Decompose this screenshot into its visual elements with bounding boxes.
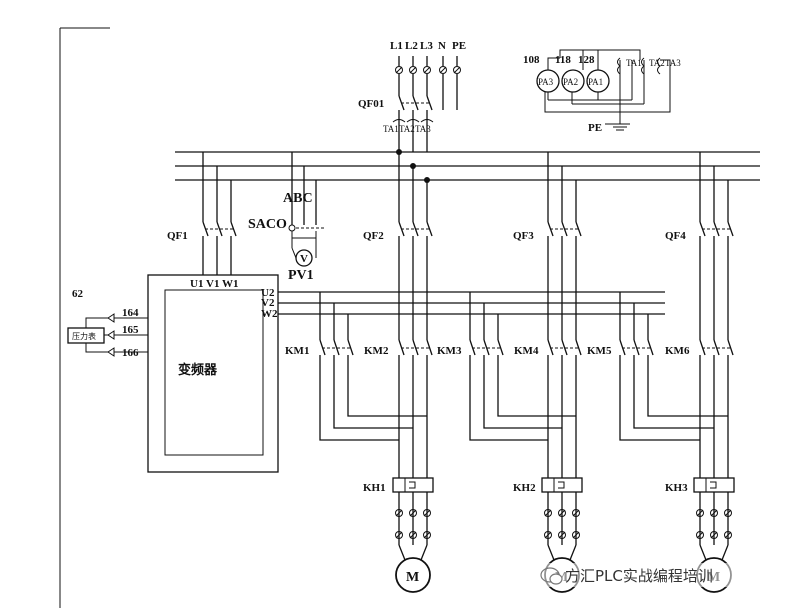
ammeter-wire-108: 108 <box>523 54 540 66</box>
branch-1-terminals <box>395 509 431 539</box>
breaker-qf4-label: QF4 <box>665 230 686 242</box>
overload-kh2 <box>541 477 583 493</box>
contactor-km4-label: KM4 <box>514 345 539 357</box>
vfd-out-v2: V2 <box>261 297 275 309</box>
ct-label-3: TA3 <box>415 124 431 134</box>
ct-label-2: TA2 <box>399 124 415 134</box>
main-breaker <box>398 95 433 152</box>
voltmeter-switch-label: SACO <box>248 217 287 232</box>
voltmeter-symbol: V <box>300 253 308 265</box>
ammeter-pa3-label: PA3 <box>538 77 554 87</box>
meter-coils: TA1 TA2 TA3 <box>617 57 681 75</box>
contactor-km3-label: KM3 <box>437 345 462 357</box>
meter-coil-1: TA1 <box>626 58 642 68</box>
ammeter-wire-118: 118 <box>555 54 571 66</box>
vfd-out-w2: W2 <box>261 308 278 320</box>
supply-label-l1: L1 <box>390 40 403 52</box>
overload-kh1-label: KH1 <box>363 482 386 494</box>
voltmeter-label: PV1 <box>288 268 314 283</box>
main-breaker-label: QF01 <box>358 98 384 110</box>
contactor-km6-label: KM6 <box>665 345 690 357</box>
motor-1 <box>395 557 431 593</box>
contactor-km2-label: KM2 <box>364 345 389 357</box>
pressure-sensor-circuit: 62 压力表 164 165 166 <box>67 288 148 359</box>
voltmeter-branch: ABC SACO V PV1 <box>248 152 325 283</box>
vfd-output-bus <box>278 291 665 315</box>
meter-coil-3: TA3 <box>665 58 681 68</box>
supply-label-l3: L3 <box>420 40 433 52</box>
control-ref-label: 62 <box>72 288 84 300</box>
supply-label-n: N <box>438 40 446 52</box>
branch-2-terminals <box>544 509 580 539</box>
ammeter-pa3 <box>536 69 560 93</box>
breaker-qf1-label: QF1 <box>167 230 188 242</box>
current-transformers: TA1 TA2 TA3 <box>383 119 434 134</box>
ground-label: PE <box>588 122 602 134</box>
overload-kh2-label: KH2 <box>513 482 536 494</box>
motor-branch-2: QF3 KM4 KM3 KH2 <box>437 152 583 593</box>
supply-terminals <box>395 66 461 74</box>
control-terminal-164: 164 <box>122 307 139 319</box>
ammeter-wire-128: 128 <box>578 54 595 66</box>
ammeter-pa1 <box>586 69 610 93</box>
contactor-km1-label: KM1 <box>285 345 309 357</box>
vfd-input-terminals: U1 V1 W1 <box>190 278 239 290</box>
breaker-qf3-label: QF3 <box>513 230 534 242</box>
control-terminal-165: 165 <box>122 324 139 336</box>
ammeter-pa1-label: PA1 <box>588 77 603 87</box>
ammeter-pa2 <box>561 69 585 93</box>
meter-coil-2: TA2 <box>649 58 665 68</box>
control-terminal-166: 166 <box>122 347 139 359</box>
incoming-supply: L1 L2 L3 N PE QF01 <box>358 40 466 152</box>
ground-symbol <box>605 112 630 131</box>
watermark: 方汇PLC实战编程培训 <box>538 563 776 587</box>
voltmeter-phase-label: ABC <box>283 191 313 206</box>
main-busbars <box>175 149 760 183</box>
motor-branch-1: QF2 KM2 KM1 KH1 <box>285 152 434 593</box>
wechat-logo-icon <box>540 567 563 585</box>
qf1-branch: QF1 <box>167 152 237 275</box>
overload-kh3 <box>693 477 735 493</box>
vfd-label: 变频器 <box>178 362 218 378</box>
branch-3-terminals <box>696 509 732 539</box>
pressure-sensor-label: 压力表 <box>72 331 96 341</box>
overload-kh1 <box>392 477 434 493</box>
breaker-qf2-label: QF2 <box>363 230 384 242</box>
ct-label-1: TA1 <box>383 124 399 134</box>
watermark-text: 方汇PLC实战编程培训 <box>565 567 713 585</box>
supply-label-pe: PE <box>452 40 466 52</box>
vfd-unit: U1 V1 W1 变频器 U2 V2 W2 <box>147 274 279 473</box>
contactor-km5-label: KM5 <box>587 345 612 357</box>
motor-1-symbol: M <box>406 570 419 585</box>
ammeter-panel: 108 118 128 PA3 PA2 PA1 TA1 TA2 TA3 PE <box>523 49 681 134</box>
overload-kh3-label: KH3 <box>665 482 688 494</box>
motor-branch-3: QF4 KM6 KM5 KH3 <box>587 152 735 593</box>
ammeter-pa2-label: PA2 <box>563 77 578 87</box>
vfd-out-u2: U2 <box>261 287 275 299</box>
drawing-frame <box>59 27 110 608</box>
supply-label-l2: L2 <box>405 40 418 52</box>
